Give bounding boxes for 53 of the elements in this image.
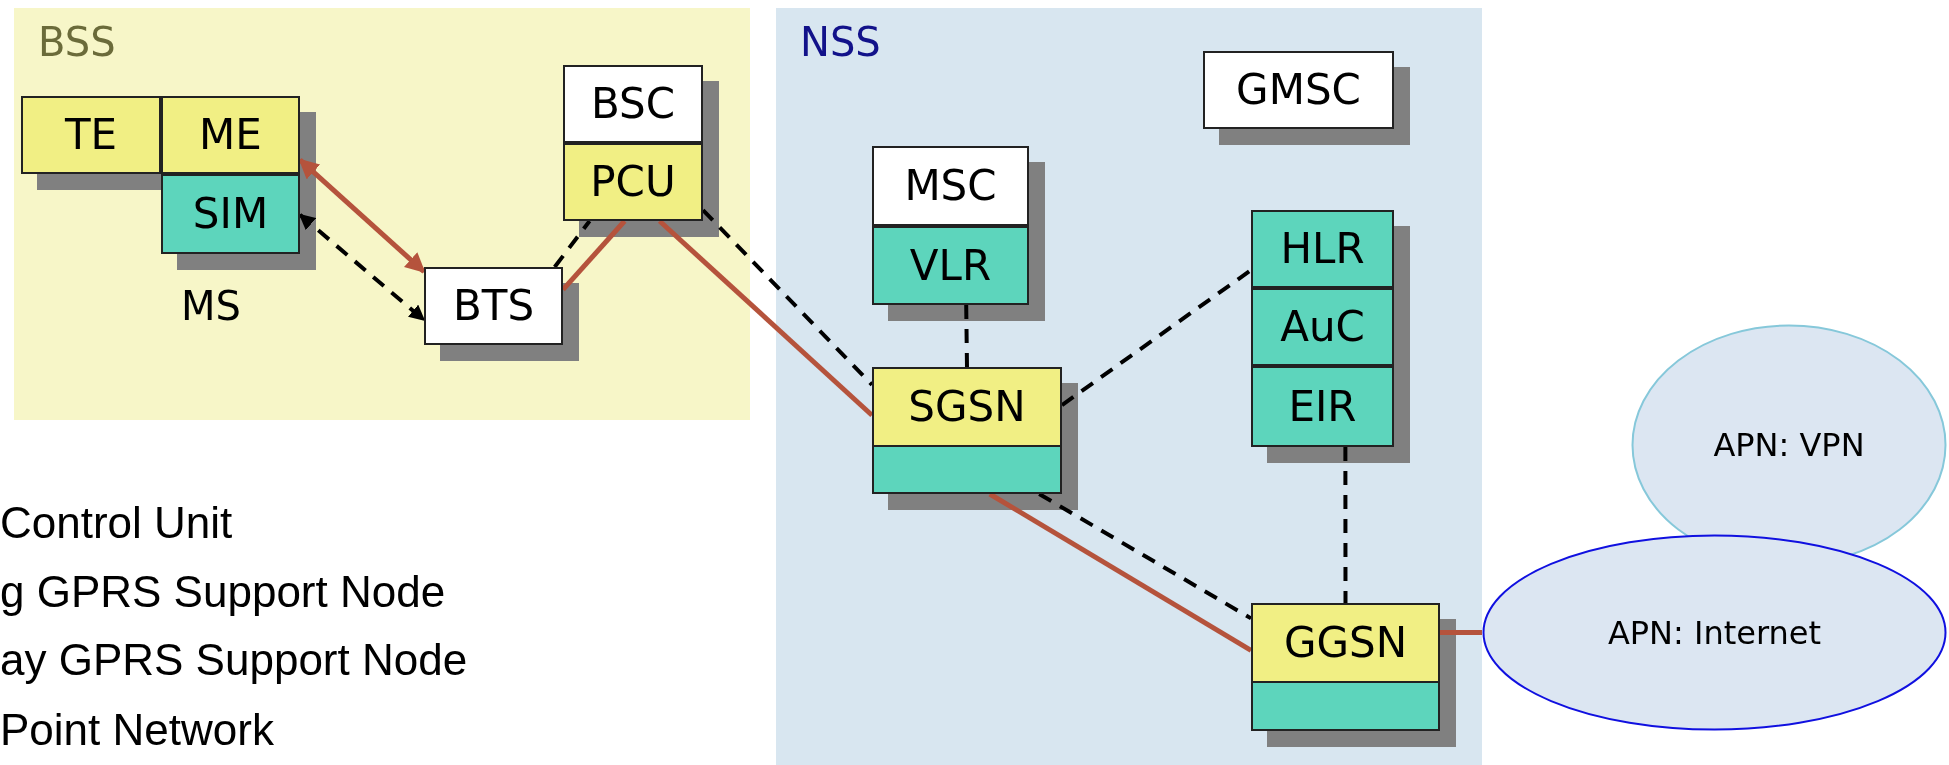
- element-box: [21, 96, 161, 174]
- element-box: [872, 367, 1062, 494]
- element-label: ME: [199, 111, 262, 159]
- element-label: GGSN: [1283, 619, 1408, 667]
- element-box: [1251, 210, 1394, 288]
- element-box: [161, 96, 300, 174]
- element-label: GMSC: [1236, 66, 1361, 114]
- element-box: [161, 174, 300, 254]
- connector-line: [964, 304, 969, 368]
- region-panel: [14, 8, 750, 420]
- box-band: [1253, 681, 1438, 729]
- element-box: [1203, 51, 1394, 129]
- element-box: [563, 65, 703, 143]
- element-label: SGSN: [908, 383, 1026, 431]
- element-label: PCU: [590, 158, 676, 206]
- element-box: [1251, 603, 1440, 731]
- element-box: [1251, 288, 1394, 366]
- connector-line: [1440, 629, 1482, 635]
- region-panel: [776, 8, 1482, 765]
- note-text: Point Network: [0, 704, 274, 756]
- caption-text: MS: [181, 284, 241, 328]
- connector-line: [298, 158, 426, 274]
- element-label: EIR: [1288, 382, 1357, 431]
- element-label: AuC: [1280, 303, 1365, 351]
- connector-line: [1038, 492, 1252, 621]
- panel-title: NSS: [800, 18, 881, 66]
- element-label: BSC: [590, 80, 676, 128]
- element-label: MSC: [904, 162, 997, 210]
- element-label: BTS: [452, 282, 535, 330]
- panel-title: BSS: [38, 18, 116, 66]
- connector-line: [1060, 268, 1253, 407]
- connector-line: [657, 219, 874, 418]
- element-label: VLR: [909, 241, 992, 290]
- ellipse-label: APN: VPN: [1713, 425, 1865, 465]
- element-box: [872, 226, 1029, 305]
- note-text: g GPRS Support Node: [0, 566, 446, 618]
- connector-line: [988, 491, 1253, 653]
- element-box: [1251, 366, 1394, 447]
- element-label: TE: [64, 111, 118, 159]
- connector-line: [298, 213, 426, 322]
- connector-line: [561, 219, 627, 292]
- connector-line: [553, 219, 592, 269]
- element-box: [424, 267, 563, 345]
- box-band: [874, 445, 1060, 492]
- ellipse-label: APN: Internet: [1607, 612, 1822, 653]
- connector-line: [701, 208, 874, 387]
- element-label: HLR: [1280, 225, 1365, 273]
- note-text: Control Unit: [0, 497, 233, 549]
- connector-line: [1343, 447, 1348, 603]
- element-box: [563, 143, 703, 221]
- element-box: [872, 146, 1029, 226]
- note-text: ay GPRS Support Node: [0, 634, 468, 686]
- element-label: SIM: [192, 190, 269, 238]
